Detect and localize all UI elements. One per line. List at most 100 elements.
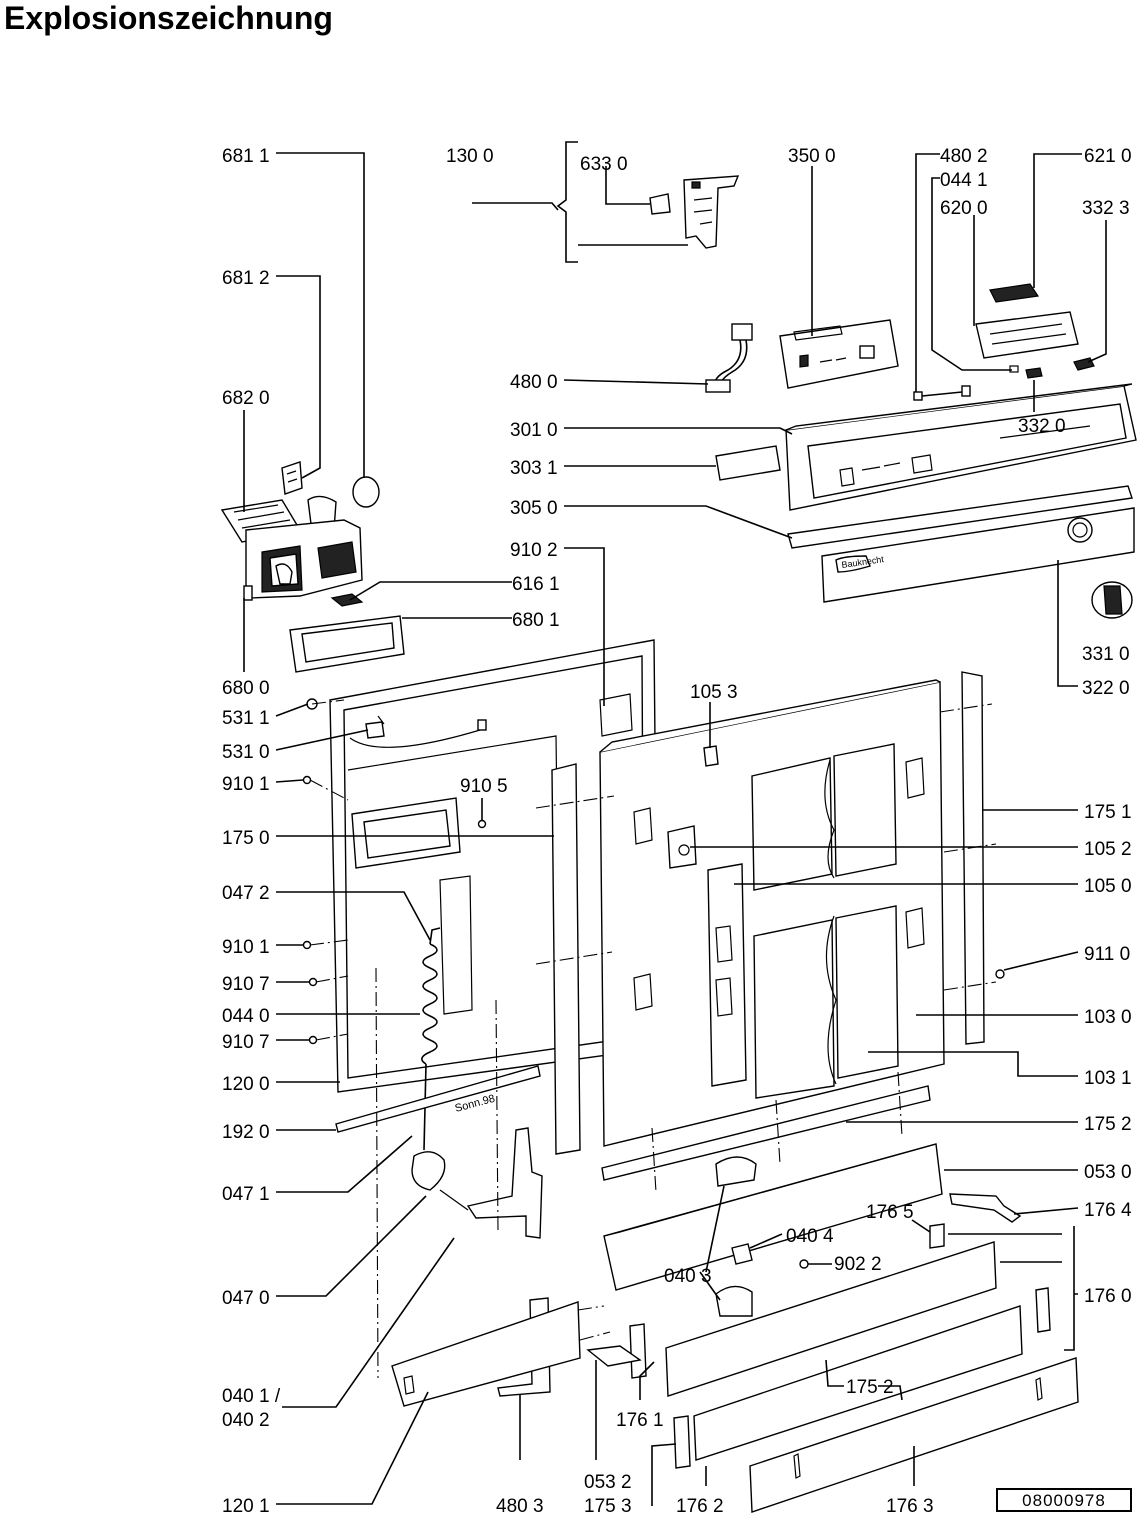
part-120-1-bracket	[391, 1301, 581, 1407]
label-192-0: 192 0	[222, 1122, 270, 1143]
part-305-0-strip	[787, 485, 1133, 549]
label-633-0: 633 0	[580, 154, 628, 175]
label-480-3: 480 3	[496, 1496, 544, 1516]
label-620-0: 620 0	[940, 198, 988, 219]
label-175-1: 175 1	[1084, 802, 1132, 823]
part-105-3	[703, 745, 719, 767]
assembly-lines	[309, 699, 997, 1379]
label-044-0: 044 0	[222, 1006, 270, 1027]
part-910-5-screw	[477, 819, 487, 829]
label-531-1: 531 1	[222, 708, 270, 729]
label-301-0: 301 0	[510, 420, 558, 441]
label-105-3: 105 3	[690, 682, 738, 703]
label-176-3: 176 3	[886, 1496, 934, 1516]
part-910-1-screw-b	[302, 940, 312, 950]
label-322-0: 322 0	[1082, 678, 1130, 699]
part-053-0-plate	[603, 1143, 943, 1291]
label-103-0: 103 0	[1084, 1007, 1132, 1028]
label-040-4: 040 4	[786, 1226, 834, 1247]
label-175-2-a: 175 2	[1084, 1114, 1132, 1135]
label-350-0: 350 0	[788, 146, 836, 167]
part-633-0	[649, 193, 671, 215]
part-175-2-strip	[601, 1085, 931, 1181]
part-681-1-plug	[352, 476, 380, 508]
label-621-0: 621 0	[1084, 146, 1132, 167]
part-322-0-front-panel: Bauknecht	[821, 507, 1135, 603]
label-040-2: 040 2	[222, 1410, 270, 1431]
label-103-1: 103 1	[1084, 1068, 1132, 1089]
label-332-0: 332 0	[1018, 416, 1066, 437]
part-910-7-screw-b	[308, 1035, 318, 1045]
label-120-1: 120 1	[222, 1496, 270, 1516]
label-175-2-b: 175 2	[846, 1377, 894, 1398]
label-303-1: 303 1	[510, 458, 558, 479]
part-902-2	[799, 1259, 809, 1269]
label-053-0: 053 0	[1084, 1162, 1132, 1183]
part-105-2	[667, 825, 697, 869]
label-910-7-b: 910 7	[222, 1032, 270, 1053]
part-910-7-screw-a	[308, 977, 318, 987]
part-176-1	[629, 1323, 647, 1379]
part-040-bracket	[466, 1127, 543, 1239]
label-305-0: 305 0	[510, 498, 558, 519]
part-105-0-strip	[707, 863, 747, 1087]
label-902-2: 902 2	[834, 1254, 882, 1275]
leader-lines	[243, 141, 1107, 1506]
part-620-0-module	[975, 311, 1079, 359]
part-192-0-rail	[335, 1065, 541, 1133]
part-dispenser-unit	[220, 495, 363, 601]
part-047-hinge	[411, 1151, 469, 1211]
part-681-2-clip	[281, 461, 303, 495]
label-681-2: 681 2	[222, 268, 270, 289]
part-350-0-pcb	[779, 319, 899, 389]
label-176-0: 176 0	[1084, 1286, 1132, 1307]
part-176-2	[673, 1415, 691, 1469]
label-680-1: 680 1	[512, 610, 560, 631]
part-910-1-screw-a	[302, 775, 312, 785]
label-040-3: 040 3	[664, 1266, 712, 1287]
label-910-5: 910 5	[460, 776, 508, 797]
part-480-2-cable	[913, 385, 971, 401]
label-680-0: 680 0	[222, 678, 270, 699]
page-title: Explosionszeichnung	[4, 0, 333, 36]
label-040-1: 040 1 /	[222, 1386, 281, 1407]
part-303-1	[715, 445, 781, 481]
label-047-0: 047 0	[222, 1288, 270, 1309]
drawing-number-box: 08000978	[996, 1488, 1132, 1512]
label-176-2: 176 2	[676, 1496, 724, 1516]
part-621-0	[989, 283, 1040, 303]
part-176-5	[929, 1223, 945, 1249]
part-130-0-door-lock	[683, 175, 740, 249]
part-053-2	[586, 1345, 642, 1367]
part-480-0-cable	[705, 323, 753, 393]
label-910-7-a: 910 7	[222, 974, 270, 995]
part-040-3	[715, 1285, 753, 1317]
label-105-2: 105 2	[1084, 839, 1132, 860]
part-labels: 681 1 681 2 682 0 680 0 531 1 531 0 910 …	[222, 146, 1132, 1516]
label-531-0: 531 0	[222, 742, 270, 763]
label-176-5: 176 5	[866, 1202, 914, 1223]
label-176-1: 176 1	[616, 1410, 664, 1431]
part-176-4	[949, 1193, 1022, 1223]
label-910-1-b: 910 1	[222, 937, 270, 958]
label-053-2: 053 2	[584, 1472, 632, 1493]
label-105-0: 105 0	[1084, 876, 1132, 897]
part-531-0	[365, 721, 385, 739]
label-175-0: 175 0	[222, 828, 270, 849]
label-175-3: 175 3	[584, 1496, 632, 1516]
label-910-1-a: 910 1	[222, 774, 270, 795]
label-910-2: 910 2	[510, 540, 558, 561]
label-176-4: 176 4	[1084, 1200, 1132, 1221]
label-480-2: 480 2	[940, 146, 988, 167]
label-911-0: 911 0	[1084, 944, 1130, 965]
label-047-2: 047 2	[222, 883, 270, 904]
label-331-0: 331 0	[1082, 644, 1130, 665]
part-040-4	[731, 1243, 753, 1265]
label-047-1: 047 1	[222, 1184, 270, 1205]
part-680-1-gasket	[289, 615, 405, 673]
part-175-1-strip	[961, 671, 985, 1045]
part-911-0-screw	[995, 969, 1005, 979]
label-480-0: 480 0	[510, 372, 558, 393]
part-103-0-outer-door	[599, 679, 945, 1147]
